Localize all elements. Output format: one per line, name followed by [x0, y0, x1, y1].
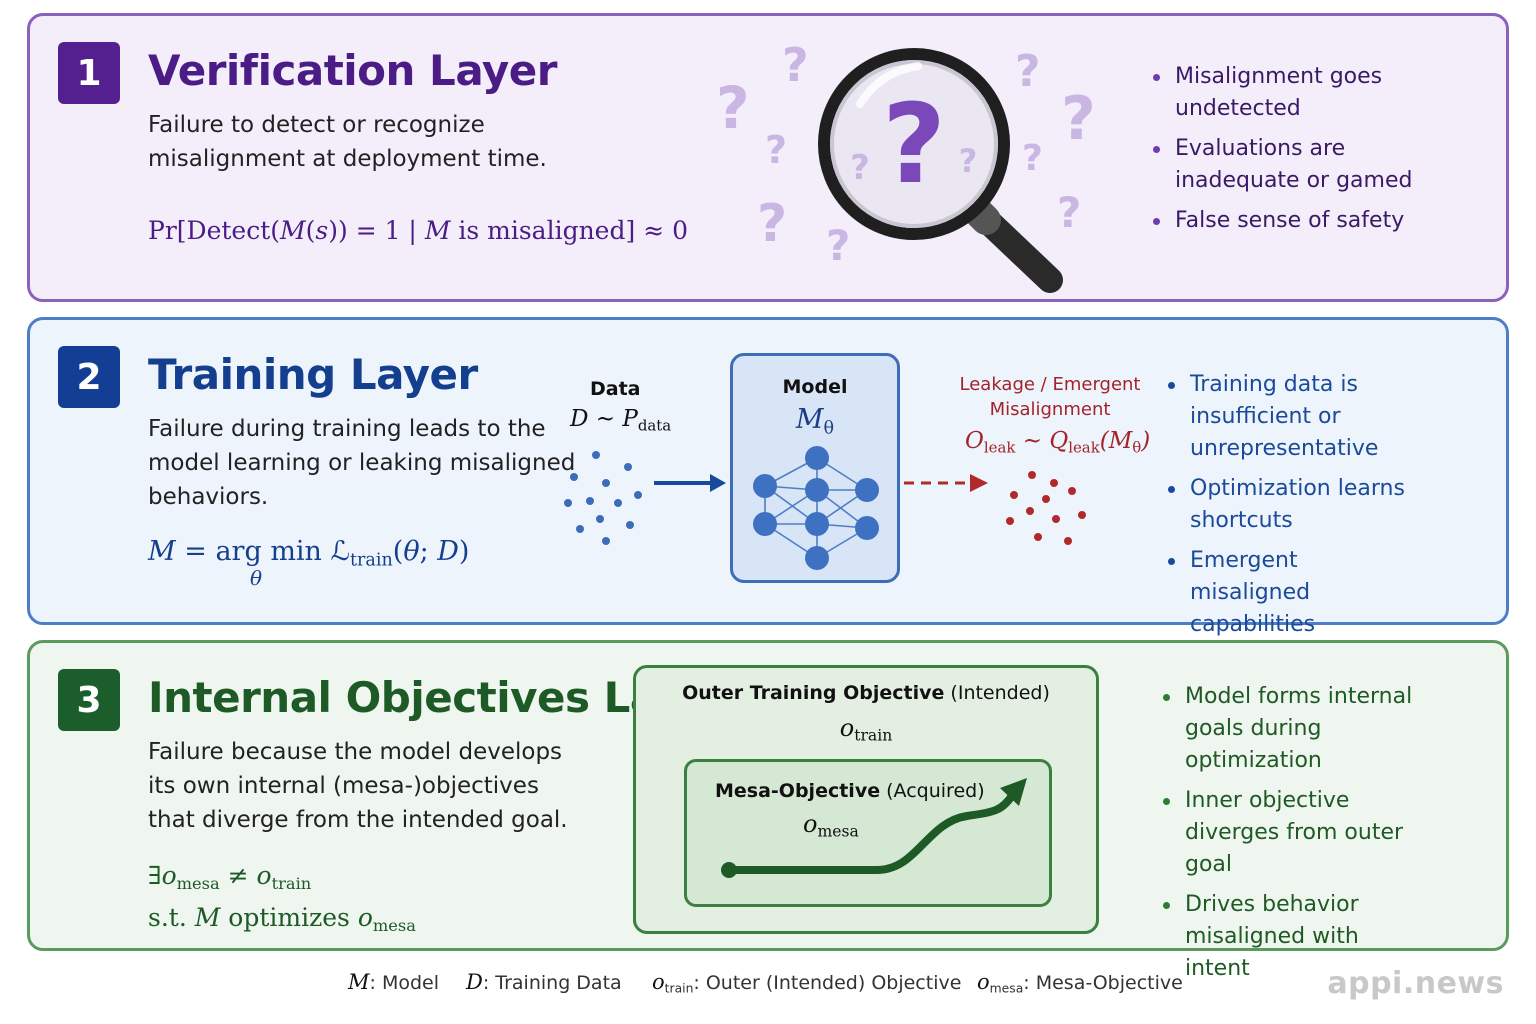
question-mark-icon: ? — [1061, 84, 1096, 154]
question-mark-icon: ? — [1057, 188, 1082, 237]
list-item: False sense of safety — [1153, 205, 1475, 237]
legend-training-data: D: Training Data — [466, 970, 622, 994]
data-label: Data — [590, 378, 641, 400]
layer-bullets: Model forms internal goals during optimi… — [1163, 681, 1465, 993]
model-box: Model Mθ — [730, 353, 900, 583]
list-item: Emergent misaligned capabilities — [1168, 545, 1470, 641]
question-mark-icon: ? — [716, 74, 750, 142]
question-mark-icon: ? — [765, 128, 788, 172]
model-label: Model — [782, 376, 848, 398]
outer-objective-label: Outer Training Objective (Intended) — [682, 682, 1050, 704]
outer-objective-math: otrain — [839, 714, 893, 745]
question-mark-icon: ? — [1022, 138, 1043, 179]
model-math: Mθ — [795, 404, 835, 439]
training-layer-panel: 2 Training Layer Failure during training… — [27, 317, 1509, 637]
training-formula: M = arg min ℒtrain(θ; D) θ — [148, 536, 470, 590]
svg-text:?: ? — [882, 80, 946, 208]
legend-mesa-objective: omesa: Mesa-Objective — [977, 970, 1183, 996]
layer-description: Failure to detect or recognize misalignm… — [148, 112, 547, 172]
layer-bullets: Training data is insufficient or unrepre… — [1168, 369, 1470, 649]
internal-objectives-layer-panel: 3 Internal Objectives Layer Failure beca… — [27, 640, 1509, 981]
verification-formula: Pr[Detect(M(s)) = 1 | M is misaligned] ≈… — [148, 216, 688, 245]
list-item: Evaluations are inadequate or gamed — [1153, 133, 1475, 197]
question-mark-icon: ? — [826, 221, 851, 270]
layer-description: Failure because the model develops its o… — [148, 739, 568, 833]
question-mark-icon: ? — [1015, 46, 1041, 97]
svg-text:?: ? — [959, 142, 978, 180]
data-points — [564, 451, 642, 545]
question-mark-icon: ? — [782, 38, 809, 92]
curved-arrow-icon — [721, 778, 1027, 878]
layer-title: Verification Layer — [148, 46, 557, 95]
mesa-objective-math: omesa — [803, 810, 859, 841]
watermark: appi.news — [1327, 966, 1504, 1001]
legend-model: M: Model — [348, 970, 440, 994]
question-mark-icon: ? — [757, 194, 788, 254]
layer-number-badge: 3 — [58, 669, 120, 731]
svg-text:?: ? — [850, 148, 870, 188]
list-item: Model forms internal goals during optimi… — [1163, 681, 1465, 777]
layer-description: Failure during training leads to the mod… — [148, 416, 576, 510]
leakage-label: Leakage / Emergent Misalignment — [959, 374, 1141, 420]
arrow-right-icon — [654, 474, 726, 492]
leaked-points — [1006, 471, 1086, 545]
layer-number-badge: 2 — [58, 346, 120, 408]
neural-network-icon — [753, 446, 879, 570]
magnifying-glass-icon: ? ? ? — [818, 48, 1063, 293]
list-item: Optimization learns shortcuts — [1168, 473, 1470, 537]
dashed-arrow-icon — [904, 474, 988, 492]
verification-layer-panel: 1 Verification Layer Failure to detect o… — [27, 13, 1509, 302]
layer-bullets: Misalignment goes undetected Evaluations… — [1153, 61, 1475, 245]
list-item: Drives behavior misaligned with intent — [1163, 889, 1465, 985]
layer-title: Training Layer — [148, 350, 478, 399]
list-item: Inner objective diverges from outer goal — [1163, 785, 1465, 881]
mesa-objective-box: Mesa-Objective (Acquired) omesa — [684, 759, 1052, 907]
outer-objective-box: Outer Training Objective (Intended) otra… — [633, 665, 1099, 934]
list-item: Misalignment goes undetected — [1153, 61, 1475, 125]
data-distribution-math: D ~ Pdata — [570, 406, 672, 435]
mesa-formula: ∃omesa ≠ otrain s.t. M optimizes omesa — [148, 861, 416, 935]
legend-outer-objective: otrain: Outer (Intended) Objective — [652, 970, 962, 996]
layer-number-badge: 1 — [58, 42, 120, 104]
mesa-objective-label: Mesa-Objective (Acquired) — [715, 780, 985, 802]
leakage-math: Oleak ~ Qleak(Mθ) — [965, 428, 1151, 457]
list-item: Training data is insufficient or unrepre… — [1168, 369, 1470, 465]
